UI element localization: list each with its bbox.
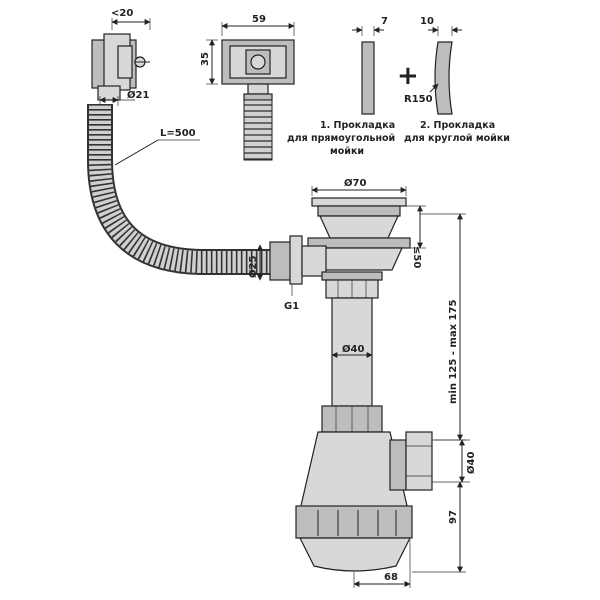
bottle-height-label: 97 — [448, 510, 459, 524]
overflow-width-label: <20 — [111, 8, 133, 19]
side-outlet-diameter-label: Ø25 — [247, 256, 259, 278]
tube-diameter-label: Ø40 — [342, 343, 364, 355]
side-outlet — [389, 431, 433, 491]
height-range-dimension: min 125 - max 175 — [420, 213, 466, 441]
drain-diameter-dimension: Ø70 — [311, 177, 407, 196]
plus-sign: + — [397, 61, 419, 91]
gasket1-thickness-label: 7 — [381, 16, 388, 27]
drain-depth-label: ≤50 — [411, 246, 422, 268]
corrugated-hose — [87, 104, 270, 275]
gasket-round: 10 R150 — [404, 16, 462, 115]
upper-nut — [321, 271, 383, 299]
gasket2-note-line1: 2. Прокладка — [420, 120, 495, 131]
drain-depth-dimension: ≤50 — [406, 205, 426, 268]
height-range-label: min 125 - max 175 — [448, 300, 459, 404]
gasket2-thickness-label: 10 — [420, 16, 434, 27]
outlet-diameter-label: Ø40 — [465, 452, 477, 474]
grate-height-dimension: 35 — [200, 39, 218, 85]
gasket1-note-line3: мойки — [330, 146, 364, 157]
side-overflow-inlet — [269, 235, 327, 285]
bottle-width-label: 68 — [384, 572, 398, 583]
overflow-pipe-diameter-label: Ø21 — [127, 89, 149, 101]
side-outlet-diameter-dimension: Ø25 — [247, 244, 263, 281]
grate-width-label: 59 — [252, 14, 266, 25]
grate-height-label: 35 — [200, 52, 211, 66]
drain-diameter-label: Ø70 — [344, 177, 366, 189]
gasket-rectangular: 7 — [352, 16, 388, 115]
grate-width-dimension: 59 — [221, 14, 295, 36]
tube-diameter-dimension: Ø40 — [331, 343, 373, 358]
thread-label: G1 — [284, 301, 299, 312]
hose-length-dimension: L=500 — [114, 128, 200, 166]
gasket1-note: 1. Прокладка для прямоугольной мойки — [287, 120, 395, 157]
overflow-fitting — [91, 33, 150, 101]
outlet-diameter-dimension: Ø40 — [432, 439, 477, 483]
gasket2-note: 2. Прокладка для круглой мойки — [404, 120, 510, 144]
hose-length-label: L=500 — [160, 128, 196, 139]
bottle-trap — [295, 431, 413, 572]
bottle-width-dimension: 68 — [353, 540, 411, 588]
thread-dimension: G1 — [284, 284, 299, 312]
overflow-grate — [221, 39, 295, 161]
overflow-width-dimension: <20 — [111, 8, 151, 30]
gasket1-note-line2: для прямоугольной — [287, 133, 395, 144]
gasket2-radius-label: R150 — [404, 94, 433, 105]
gasket1-note-line1: 1. Прокладка — [320, 120, 395, 131]
lower-nut — [321, 405, 383, 433]
bottle-height-dimension: 97 — [412, 481, 466, 573]
gasket2-note-line2: для круглой мойки — [404, 133, 510, 144]
overflow-pipe-diameter-dimension: Ø21 — [99, 89, 149, 106]
drain-strainer — [307, 197, 411, 271]
